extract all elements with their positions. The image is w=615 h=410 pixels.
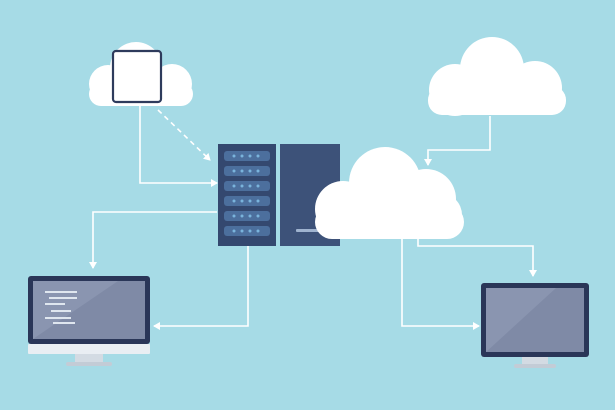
app-window-icon	[111, 49, 163, 104]
connector-window-to-server-dashed	[157, 109, 211, 161]
connectors	[89, 104, 537, 330]
connector-center-cloud-down-to-right-monitor	[401, 238, 480, 330]
cloud-icon	[315, 147, 464, 239]
top-right-cloud	[428, 37, 566, 116]
desktop-monitor-icon	[481, 283, 589, 368]
code-lines	[45, 291, 77, 324]
server-slots	[224, 151, 270, 236]
top-left-cloud	[89, 42, 193, 106]
connector-rack-to-left-monitor	[153, 246, 249, 330]
center-cloud	[315, 147, 464, 239]
right-monitor	[481, 283, 589, 368]
desktop-monitor-icon	[28, 276, 150, 366]
connector-center-cloud-to-right-monitor	[417, 238, 537, 277]
connector-server-to-left-monitor	[89, 211, 217, 269]
cloud-icon	[428, 37, 566, 116]
server-leds	[232, 154, 260, 233]
connector-top-cloud-to-center-cloud	[424, 116, 491, 166]
left-monitor	[28, 276, 150, 366]
connector-window-to-server	[139, 104, 218, 187]
